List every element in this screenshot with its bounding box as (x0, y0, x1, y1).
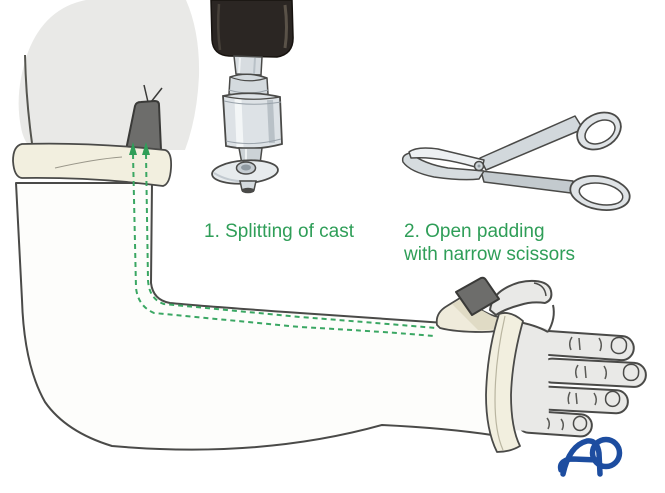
saw-body-rim (223, 100, 282, 105)
scissors-bottom-ring-hole (578, 182, 624, 206)
saw-neck-shade (253, 57, 256, 75)
saw-collar-rim (229, 76, 268, 82)
thumb-nail (533, 282, 547, 297)
scissors-upper-shank (479, 115, 584, 171)
up-arrow-icon (129, 142, 137, 155)
cuff-fold-line (54, 156, 123, 169)
up-arrow-icon (142, 142, 150, 155)
finger-middle (538, 357, 647, 388)
scissors-top-ring-hole (584, 119, 616, 145)
cast-saw-icon (210, 0, 294, 194)
ao-logo-letter-o (589, 436, 623, 470)
finger-ring (534, 385, 629, 415)
saw-body-rim (225, 138, 282, 145)
arm-cast (15, 182, 499, 451)
knuckle-creases (546, 336, 608, 431)
tab-string (150, 87, 163, 103)
saw-body-rim (222, 95, 281, 100)
thumb (489, 279, 553, 316)
saw-handle (210, 0, 294, 58)
saw-blade-hub-center (241, 164, 251, 171)
cut-lines (132, 153, 437, 337)
saw-body-shade (267, 99, 275, 144)
wrist-cuff (485, 312, 524, 453)
ao-logo-letter-a-bar (557, 456, 601, 473)
step1-label: 1. Splitting of cast (204, 221, 355, 242)
saw-handle-highlight (283, 4, 288, 49)
upper-arm-shape (18, 0, 200, 150)
cut-direction-arrows (129, 142, 150, 155)
upper-arm-contour-line (24, 54, 33, 144)
scissors-lower-blade (401, 152, 485, 181)
scissors-upper-blade (408, 147, 485, 170)
ao-logo (557, 436, 623, 477)
tab-string (143, 84, 149, 103)
hand-back (511, 320, 549, 432)
scissors-lower-shank (480, 170, 574, 194)
saw-body-highlight (234, 98, 244, 148)
thumb-web-line (547, 304, 555, 333)
fingernails (572, 336, 640, 432)
saw-neck-highlight (238, 57, 241, 74)
cut-line-upper (145, 153, 437, 329)
tab-shape (125, 100, 162, 151)
bandage-scissors-icon (401, 111, 631, 211)
upper-arm-tab (125, 84, 163, 151)
finger-index (532, 329, 635, 362)
saw-handle-highlight (216, 3, 222, 51)
hand (489, 279, 647, 438)
step2-label-line1: 2. Open padding (404, 221, 545, 242)
upper-arm (18, 0, 200, 150)
scissors-pivot-center (477, 164, 481, 168)
step2-label-line2: with narrow scissors (403, 244, 575, 265)
wrist-cuff-fold (494, 315, 506, 451)
saw-blade-nub-cap (241, 187, 255, 194)
thumb-tab (455, 276, 500, 316)
